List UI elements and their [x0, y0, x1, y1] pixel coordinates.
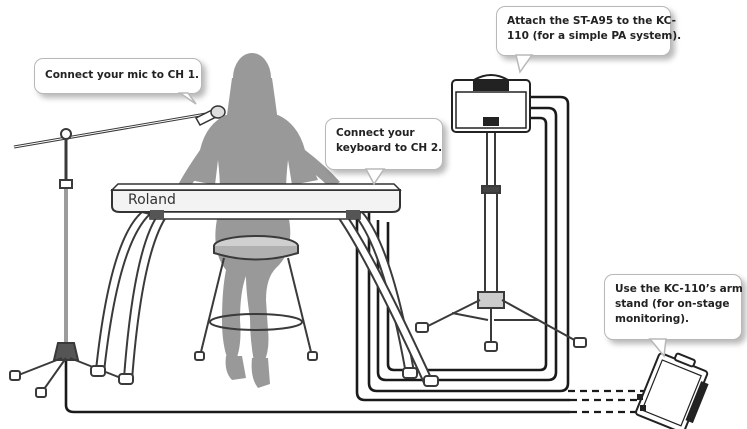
callout-keyboard-tail	[364, 168, 386, 186]
monitor-panel	[685, 381, 709, 424]
mic-boom-joint	[60, 128, 72, 140]
monitor-handle	[673, 352, 696, 368]
pa-stand-foot-3	[484, 341, 498, 352]
keyboard-brand-label: Roland	[128, 192, 176, 208]
callout-mic-tail	[177, 92, 197, 105]
callout-monitor-line-2: stand (for on-stage	[615, 298, 730, 310]
person-hair	[226, 78, 278, 122]
mic-stand-leg-2	[41, 357, 67, 393]
mic-stand-leg-1	[15, 357, 63, 377]
amplifier-handle	[473, 74, 509, 81]
pa-stand-foot-2	[573, 337, 587, 348]
person-arm-right	[296, 150, 340, 188]
callout-pa-line-2: 110 (for a simple PA system).	[507, 30, 682, 42]
kb-stand-foot-3	[402, 367, 418, 379]
mic-boom-arm-inner	[13, 112, 213, 148]
amplifier-logo	[483, 117, 499, 126]
stool-seat-side	[213, 246, 299, 261]
keyboard-bracket-right	[346, 210, 360, 219]
amp-cable-b	[386, 116, 548, 372]
keyboard-bracket-left	[150, 210, 164, 219]
stool	[194, 235, 318, 361]
callout-monitor-line-1: Use the KC-110’s arm	[615, 283, 743, 295]
amp-cable-a	[376, 106, 558, 382]
callout-pa-tail	[515, 54, 534, 74]
pa-stand-leg-2	[501, 299, 579, 343]
callout-keyboard-line-1: Connect your	[336, 127, 415, 139]
mic-stand-foot-2	[35, 387, 47, 398]
callout-keyboard: Connect your keyboard to CH 2.	[325, 118, 443, 170]
keyboard-stand	[90, 210, 439, 387]
callout-monitor: Use the KC-110’s arm stand (for on-stage…	[604, 274, 743, 340]
microphone-icon	[194, 105, 226, 126]
mic-stand-clutch	[59, 179, 73, 189]
keyboard: Roland	[110, 183, 402, 220]
kb-stand-foot-1	[90, 365, 106, 377]
amplifier	[451, 74, 531, 133]
person-foot-right	[251, 358, 270, 388]
kb-stand-foot-4	[423, 375, 439, 387]
pa-stand-foot-1	[415, 322, 429, 333]
person-arm-left	[178, 150, 210, 190]
monitor-amplifier	[635, 352, 709, 429]
mic-stand-foot-1	[9, 370, 21, 381]
keyboard-body	[111, 189, 401, 213]
pa-stand	[415, 131, 587, 352]
keyboard-cable-b	[367, 95, 570, 393]
monitor-grille	[641, 359, 702, 427]
callout-mic: Connect your mic to CH 1.	[34, 58, 202, 94]
callout-keyboard-line-2: keyboard to CH 2.	[336, 142, 443, 154]
pa-stand-brace-1	[451, 312, 489, 321]
callout-pa-system: Attach the ST-A95 to the KC- 110 (for a …	[496, 6, 682, 56]
mic-cable	[64, 330, 570, 414]
stool-foot-2	[307, 351, 318, 361]
stool-leg-1	[199, 257, 225, 357]
keyboard-top	[110, 183, 402, 191]
stool-leg-2	[287, 257, 313, 357]
mic-stand-base	[52, 342, 80, 361]
kb-stand-foot-2	[118, 373, 134, 385]
callout-mic-text: Connect your mic to CH 1.	[45, 69, 200, 81]
callout-pa-line-1: Attach the ST-A95 to the KC-	[507, 15, 676, 27]
callout-monitor-tail	[648, 338, 667, 358]
cable-bundle	[64, 95, 570, 414]
person-foot-left	[225, 356, 246, 380]
amplifier-panel	[473, 81, 509, 91]
stool-ring	[209, 313, 303, 331]
callout-monitor-line-3: monitoring).	[615, 313, 690, 325]
monitor-plugs	[637, 394, 646, 411]
keyboard-cable-a	[355, 212, 570, 402]
stool-foot-1	[194, 351, 205, 361]
